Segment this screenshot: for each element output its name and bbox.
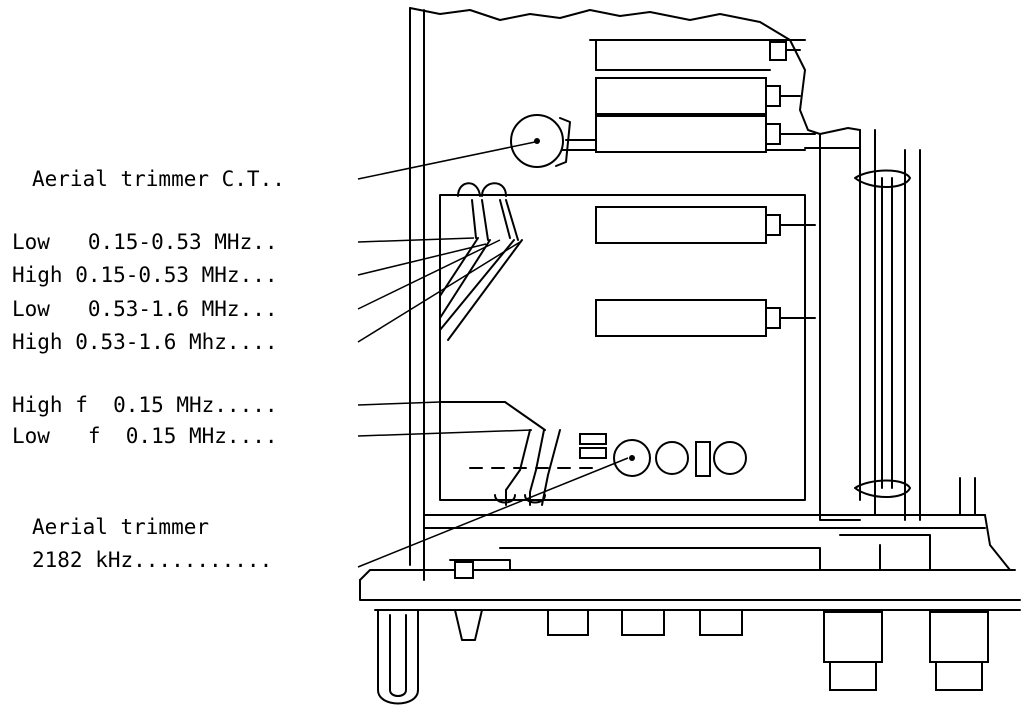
bottom-components xyxy=(579,433,747,477)
coil-module-1 xyxy=(595,77,801,115)
right-rod xyxy=(854,169,911,498)
label-low-015-053: Low 0.15-0.53 MHz.. xyxy=(12,230,278,254)
leader-low-053-16 xyxy=(357,239,501,310)
label-aerial-trimmer-ct: Aerial trimmer C.T.. xyxy=(32,167,285,191)
front-handle xyxy=(377,609,419,705)
coil-module-2 xyxy=(595,115,816,153)
leader-lines xyxy=(357,141,629,568)
lower-coil-assembly xyxy=(439,401,601,506)
front-panel xyxy=(409,7,425,581)
label-high-f-015: High f 0.15 MHz..... xyxy=(12,393,278,417)
label-aerial-trimmer-2182-line1: Aerial trimmer xyxy=(32,515,210,539)
base-chassis xyxy=(359,477,1021,611)
label-high-053-16: High 0.53-1.6 Mhz.... xyxy=(12,330,278,354)
leader-high-f-015 xyxy=(357,401,441,406)
bottom-knobs xyxy=(454,609,989,691)
leader-high-053-16 xyxy=(357,241,521,343)
leader-high-015-053 xyxy=(357,243,487,276)
chassis-right-frame xyxy=(804,129,921,521)
torn-panel-edge xyxy=(409,7,861,135)
leader-low-015-053 xyxy=(357,237,475,243)
label-aerial-trimmer-2182-line2: 2182 kHz........... xyxy=(32,548,273,572)
leader-aerial-trimmer-ct xyxy=(357,141,536,180)
leader-low-f-015 xyxy=(357,429,533,437)
coil-module-4 xyxy=(595,299,816,337)
coil-wire-pairs xyxy=(439,182,523,341)
top-connector xyxy=(769,41,801,61)
label-high-015-053: High 0.15-0.53 MHz... xyxy=(12,263,278,287)
coil-module-3 xyxy=(595,206,816,244)
label-low-f-015: Low f 0.15 MHz.... xyxy=(12,424,278,448)
aerial-trimmer-ct-component xyxy=(510,114,597,168)
label-low-053-16: Low 0.53-1.6 MHz... xyxy=(12,297,278,321)
leader-aerial-trimmer-2182 xyxy=(357,457,629,568)
